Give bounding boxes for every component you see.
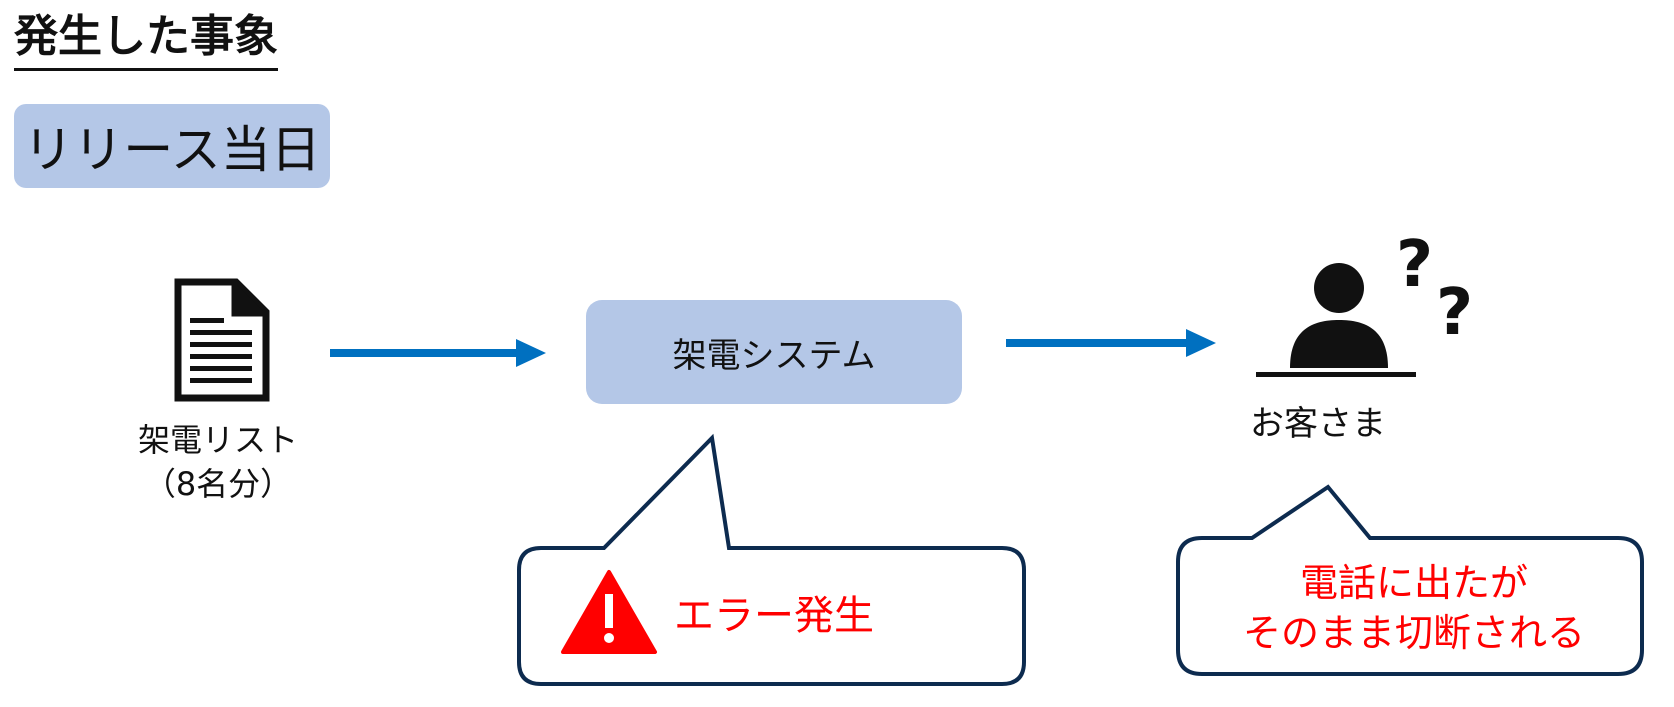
document-icon [174,278,270,402]
arrow-list-to-system [330,339,546,367]
customer-callout-text: 電話に出たが そのまま切断される [1184,558,1644,658]
error-callout-bubble [517,433,1026,686]
customer-callout-bubble [1176,484,1644,676]
call-list-label-line1: 架電リスト [137,421,298,459]
customer-label: お客さま [1250,404,1386,444]
error-callout-content: エラー発生 [560,568,874,656]
customer-callout-line2: そのまま切断される [1242,611,1585,655]
page-title: 発生した事象 [14,6,278,71]
svg-text:?: ? [1396,228,1433,302]
arrow-system-to-customer [1006,329,1216,357]
person-question-icon: ? ? [1256,228,1473,377]
release-day-tag: リリース当日 [14,104,330,188]
release-day-label: リリース当日 [23,121,321,179]
call-list-label: 架電リスト （8名分） [118,418,318,506]
customer-callout-line1: 電話に出たが [1299,561,1528,605]
call-system-label: 架電システム [672,335,876,376]
call-list-label-line2: （8名分） [143,465,293,503]
svg-text:?: ? [1436,276,1473,350]
error-text: エラー発生 [674,593,874,639]
warning-icon [561,570,657,654]
call-system-box: 架電システム [586,300,962,404]
